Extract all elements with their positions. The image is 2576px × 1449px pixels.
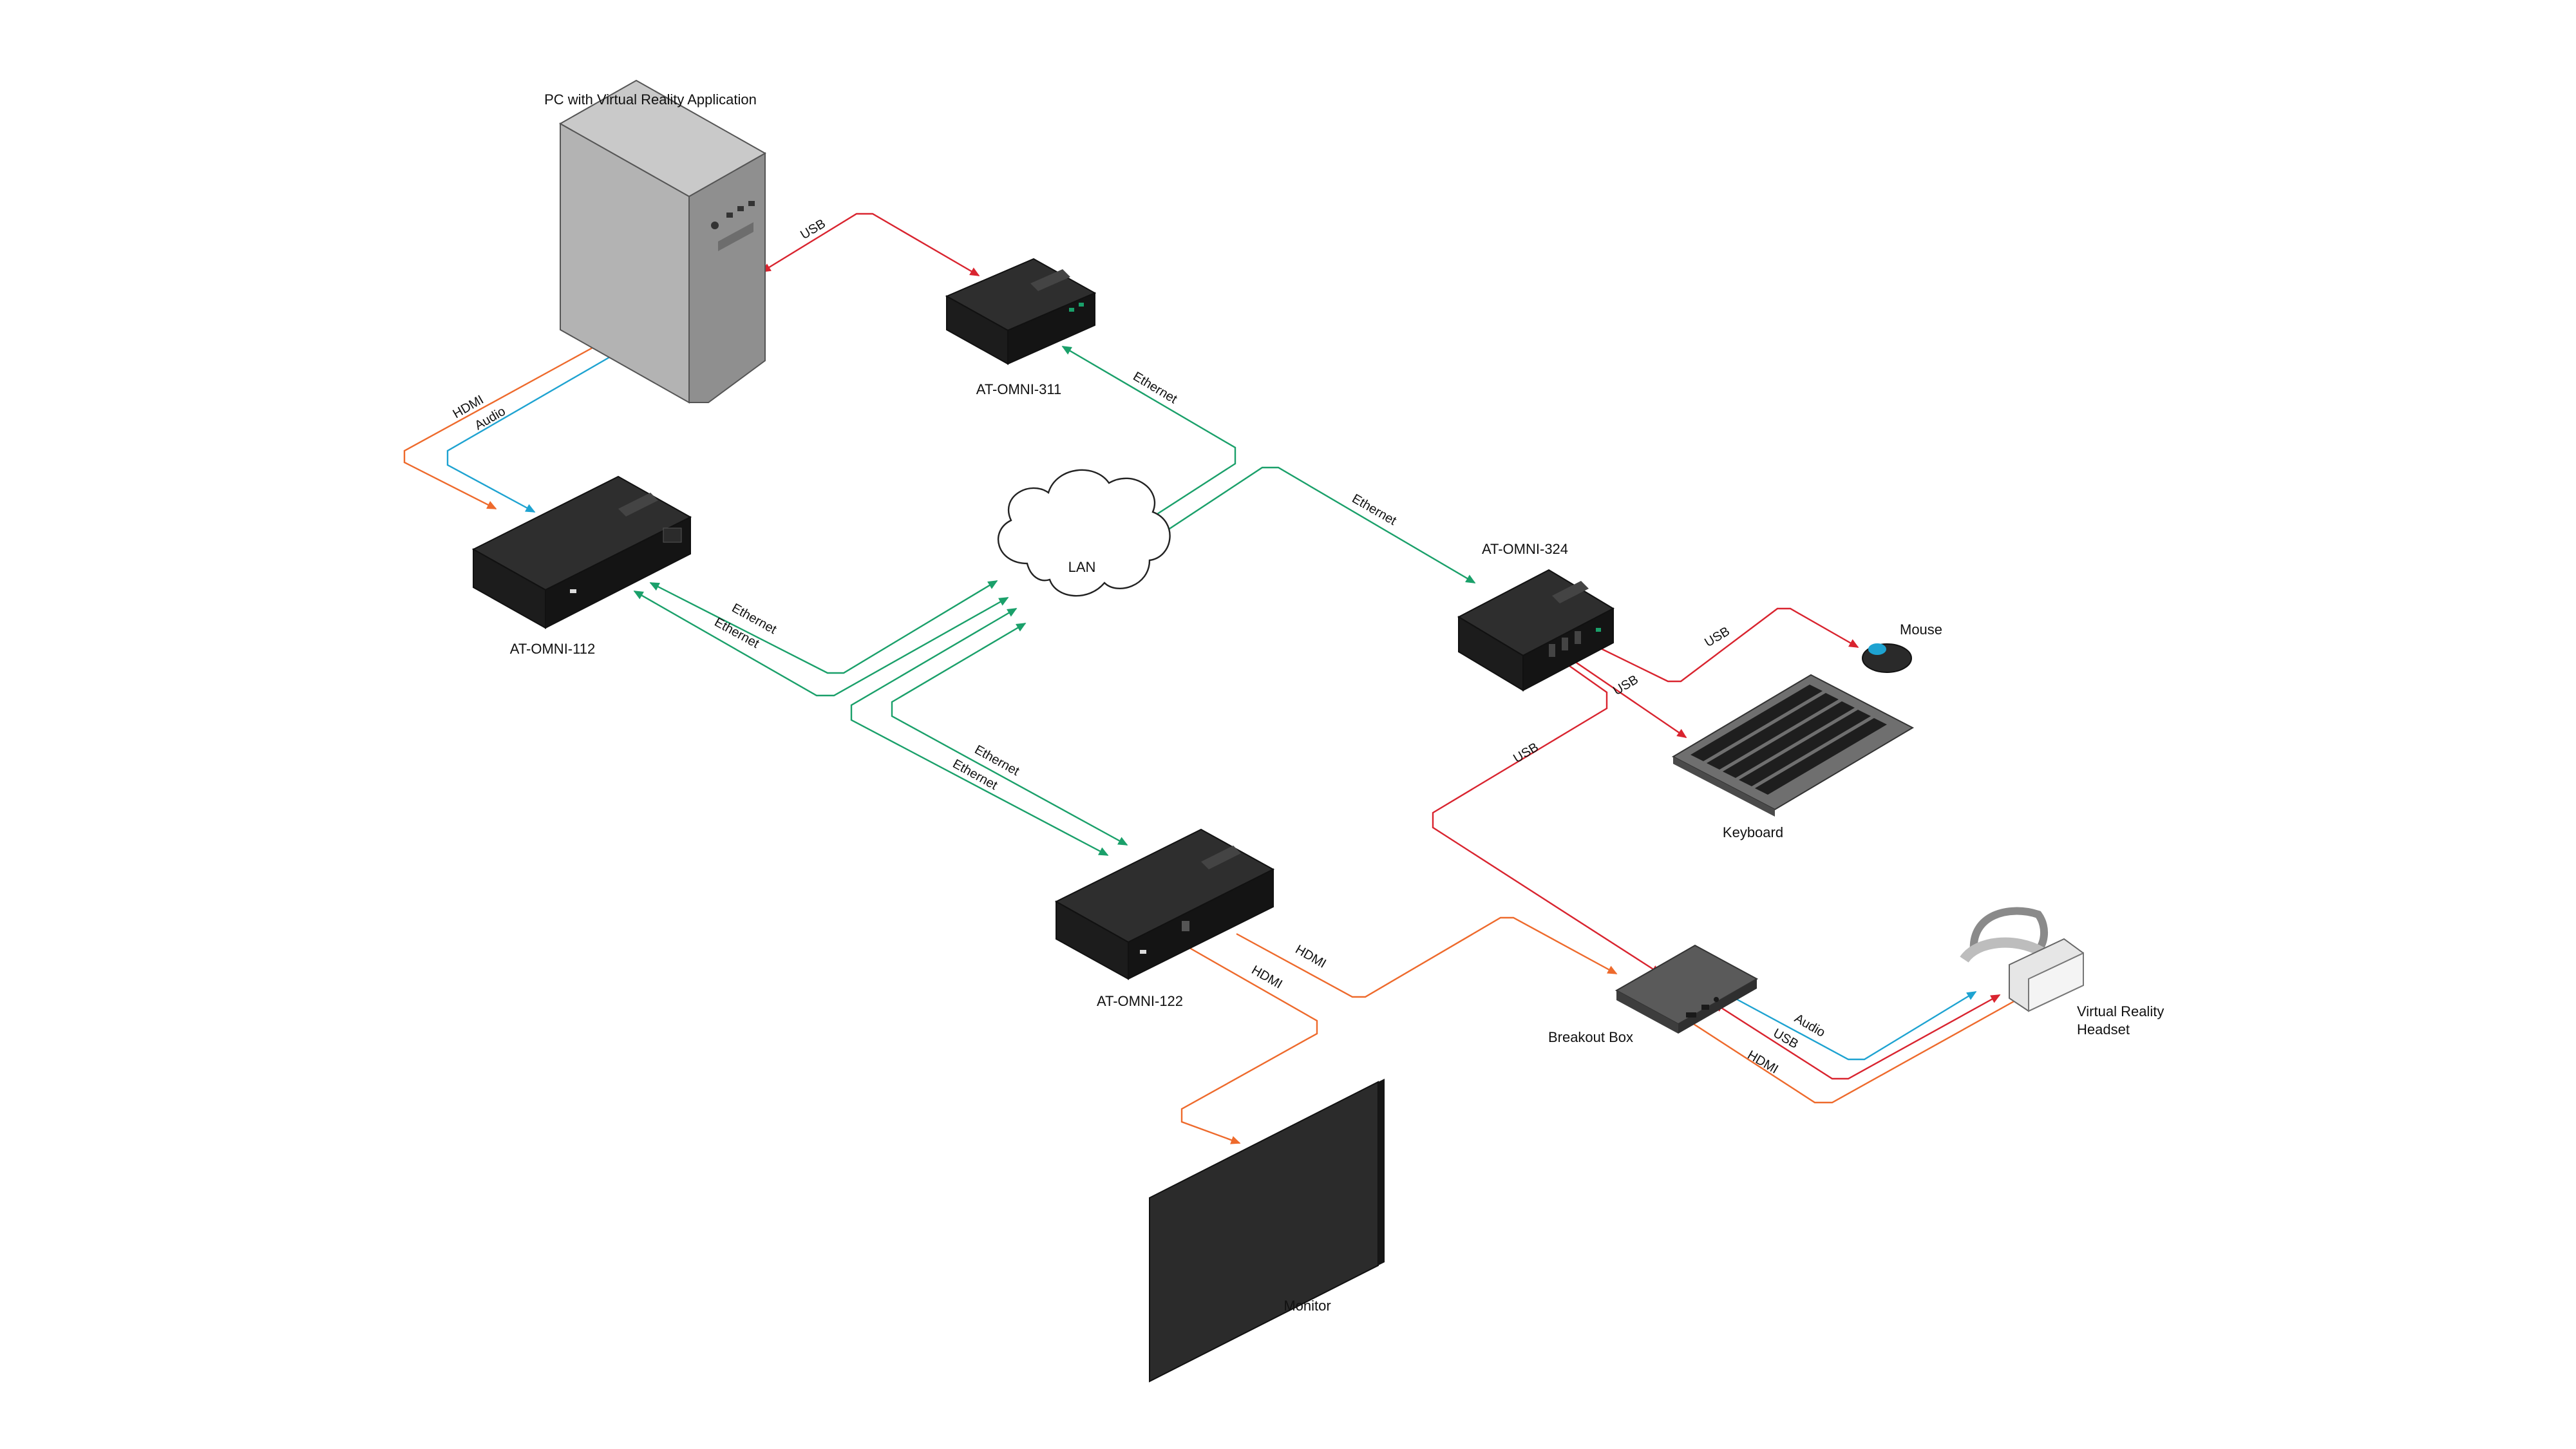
omni311-led-1 bbox=[1069, 308, 1074, 312]
omni112-label: AT-OMNI-112 bbox=[510, 641, 595, 657]
breakout-port-hdmi bbox=[1686, 1012, 1696, 1018]
ethernet-line-lan-omni122-1 bbox=[850, 607, 1109, 857]
mouse-button bbox=[1868, 643, 1886, 655]
keyboard-keys bbox=[1690, 685, 1887, 795]
usb-label-pc-omni311: USB bbox=[798, 216, 828, 242]
monitor-edge bbox=[1378, 1079, 1385, 1265]
usb-label-omni324-keyboard: USB bbox=[1611, 672, 1641, 698]
hdmi-line-breakout-headset bbox=[1688, 994, 2027, 1104]
breakout-top bbox=[1615, 944, 1759, 1025]
mouse-label: Mouse bbox=[1900, 621, 1942, 638]
ethernet-line-omni112-lan-2 bbox=[633, 590, 1009, 697]
pc-drive-bay bbox=[718, 222, 753, 251]
headset-label-line-2: Headset bbox=[2077, 1021, 2130, 1037]
usb-line-pc-omni311 bbox=[761, 213, 980, 277]
pc-tower bbox=[558, 79, 767, 404]
breakout-front bbox=[1616, 990, 1678, 1034]
headset-band bbox=[1960, 937, 2044, 963]
pc-port-2 bbox=[737, 206, 744, 211]
omni122-led bbox=[1140, 950, 1146, 954]
keyboard-label: Keyboard bbox=[1723, 824, 1783, 840]
omni324-device bbox=[1457, 569, 1615, 692]
breakout-side bbox=[1678, 979, 1757, 1034]
lan-cloud-shape bbox=[998, 469, 1171, 597]
hdmi-label-omni122-monitor: HDMI bbox=[1249, 963, 1285, 992]
breakout-port-usb bbox=[1701, 1005, 1709, 1010]
hdmi-label-breakout-headset: HDMI bbox=[1745, 1048, 1781, 1077]
vr-headset bbox=[1960, 907, 2084, 1012]
usb-label-breakout-headset: USB bbox=[1771, 1026, 1801, 1052]
omni112-fin bbox=[618, 493, 658, 516]
omni324-port-2 bbox=[1562, 638, 1568, 650]
omni112-port-block bbox=[663, 527, 682, 543]
usb-line-omni324-mouse bbox=[1580, 607, 1859, 683]
omni311-label: AT-OMNI-311 bbox=[976, 381, 1061, 397]
omni122-side bbox=[1128, 868, 1274, 980]
omni324-fin bbox=[1552, 581, 1589, 603]
pc-port-3 bbox=[748, 201, 755, 206]
audio-label-breakout-headset: Audio bbox=[1792, 1011, 1828, 1040]
omni122-label: AT-OMNI-122 bbox=[1097, 993, 1183, 1009]
ethernet-label-lan-omni324: Ethernet bbox=[1350, 491, 1399, 528]
omni324-port-1 bbox=[1549, 644, 1555, 657]
keyboard-key-row-2 bbox=[1707, 693, 1839, 770]
omni122-port bbox=[1182, 921, 1189, 931]
keyboard-key-row-4 bbox=[1739, 710, 1871, 786]
hdmi-line-omni122-monitor bbox=[1180, 942, 1318, 1144]
monitor-screen bbox=[1149, 1081, 1379, 1383]
lan-label: LAN bbox=[1068, 559, 1096, 575]
connection-lines bbox=[403, 213, 2027, 1144]
usb-line-omni324-breakout bbox=[1432, 653, 1662, 975]
breakout-label: Breakout Box bbox=[1548, 1029, 1633, 1045]
ethernet-line-lan-omni122-2 bbox=[891, 622, 1128, 846]
ethernet-line-lan-omni324 bbox=[1132, 466, 1476, 584]
omni112-side bbox=[545, 516, 691, 629]
omni311-device bbox=[945, 258, 1097, 365]
audio-line-breakout-headset bbox=[1732, 990, 1977, 1061]
pc-label: PC with Virtual Reality Application bbox=[544, 91, 757, 108]
hdmi-line-pc-omni112 bbox=[403, 346, 593, 510]
omni311-fin bbox=[1030, 269, 1070, 291]
monitor-label: Monitor bbox=[1283, 1298, 1331, 1314]
lan-cloud bbox=[998, 469, 1171, 597]
headset-front bbox=[2028, 952, 2084, 1012]
keyboard-edge bbox=[1673, 757, 1775, 817]
keyboard-key-row-5 bbox=[1755, 718, 1887, 795]
pc-top-face bbox=[558, 79, 767, 198]
omni112-led bbox=[570, 589, 576, 593]
ethernet-line-omni311-lan bbox=[1061, 345, 1236, 541]
breakout-port-audio bbox=[1714, 997, 1719, 1002]
omni324-led bbox=[1596, 628, 1601, 632]
usb-line-breakout-headset bbox=[1713, 994, 2001, 1080]
audio-line-pc-omni112 bbox=[446, 352, 618, 513]
keyboard-key-row-3 bbox=[1723, 701, 1855, 778]
headset-strap bbox=[1969, 907, 2049, 956]
mouse-device bbox=[1862, 643, 1912, 673]
monitor-device bbox=[1149, 1079, 1385, 1383]
keyboard-device bbox=[1671, 674, 1915, 817]
omni324-port-3 bbox=[1575, 631, 1581, 644]
omni122-device bbox=[1054, 828, 1275, 980]
omni112-device bbox=[471, 475, 692, 629]
omni311-led-2 bbox=[1079, 303, 1084, 307]
keyboard-key-row-1 bbox=[1690, 685, 1823, 761]
usb-label-omni324-breakout: USB bbox=[1511, 740, 1541, 766]
hdmi-line-omni122-breakout bbox=[1236, 916, 1618, 998]
breakout-box bbox=[1615, 944, 1759, 1034]
pc-port-1 bbox=[726, 213, 733, 218]
omni324-label: AT-OMNI-324 bbox=[1482, 541, 1568, 557]
ethernet-line-omni112-lan-1 bbox=[649, 580, 998, 674]
pc-power-button bbox=[711, 222, 719, 229]
omni122-fin bbox=[1201, 846, 1241, 869]
headset-label-line-1: Virtual Reality bbox=[2077, 1003, 2164, 1019]
